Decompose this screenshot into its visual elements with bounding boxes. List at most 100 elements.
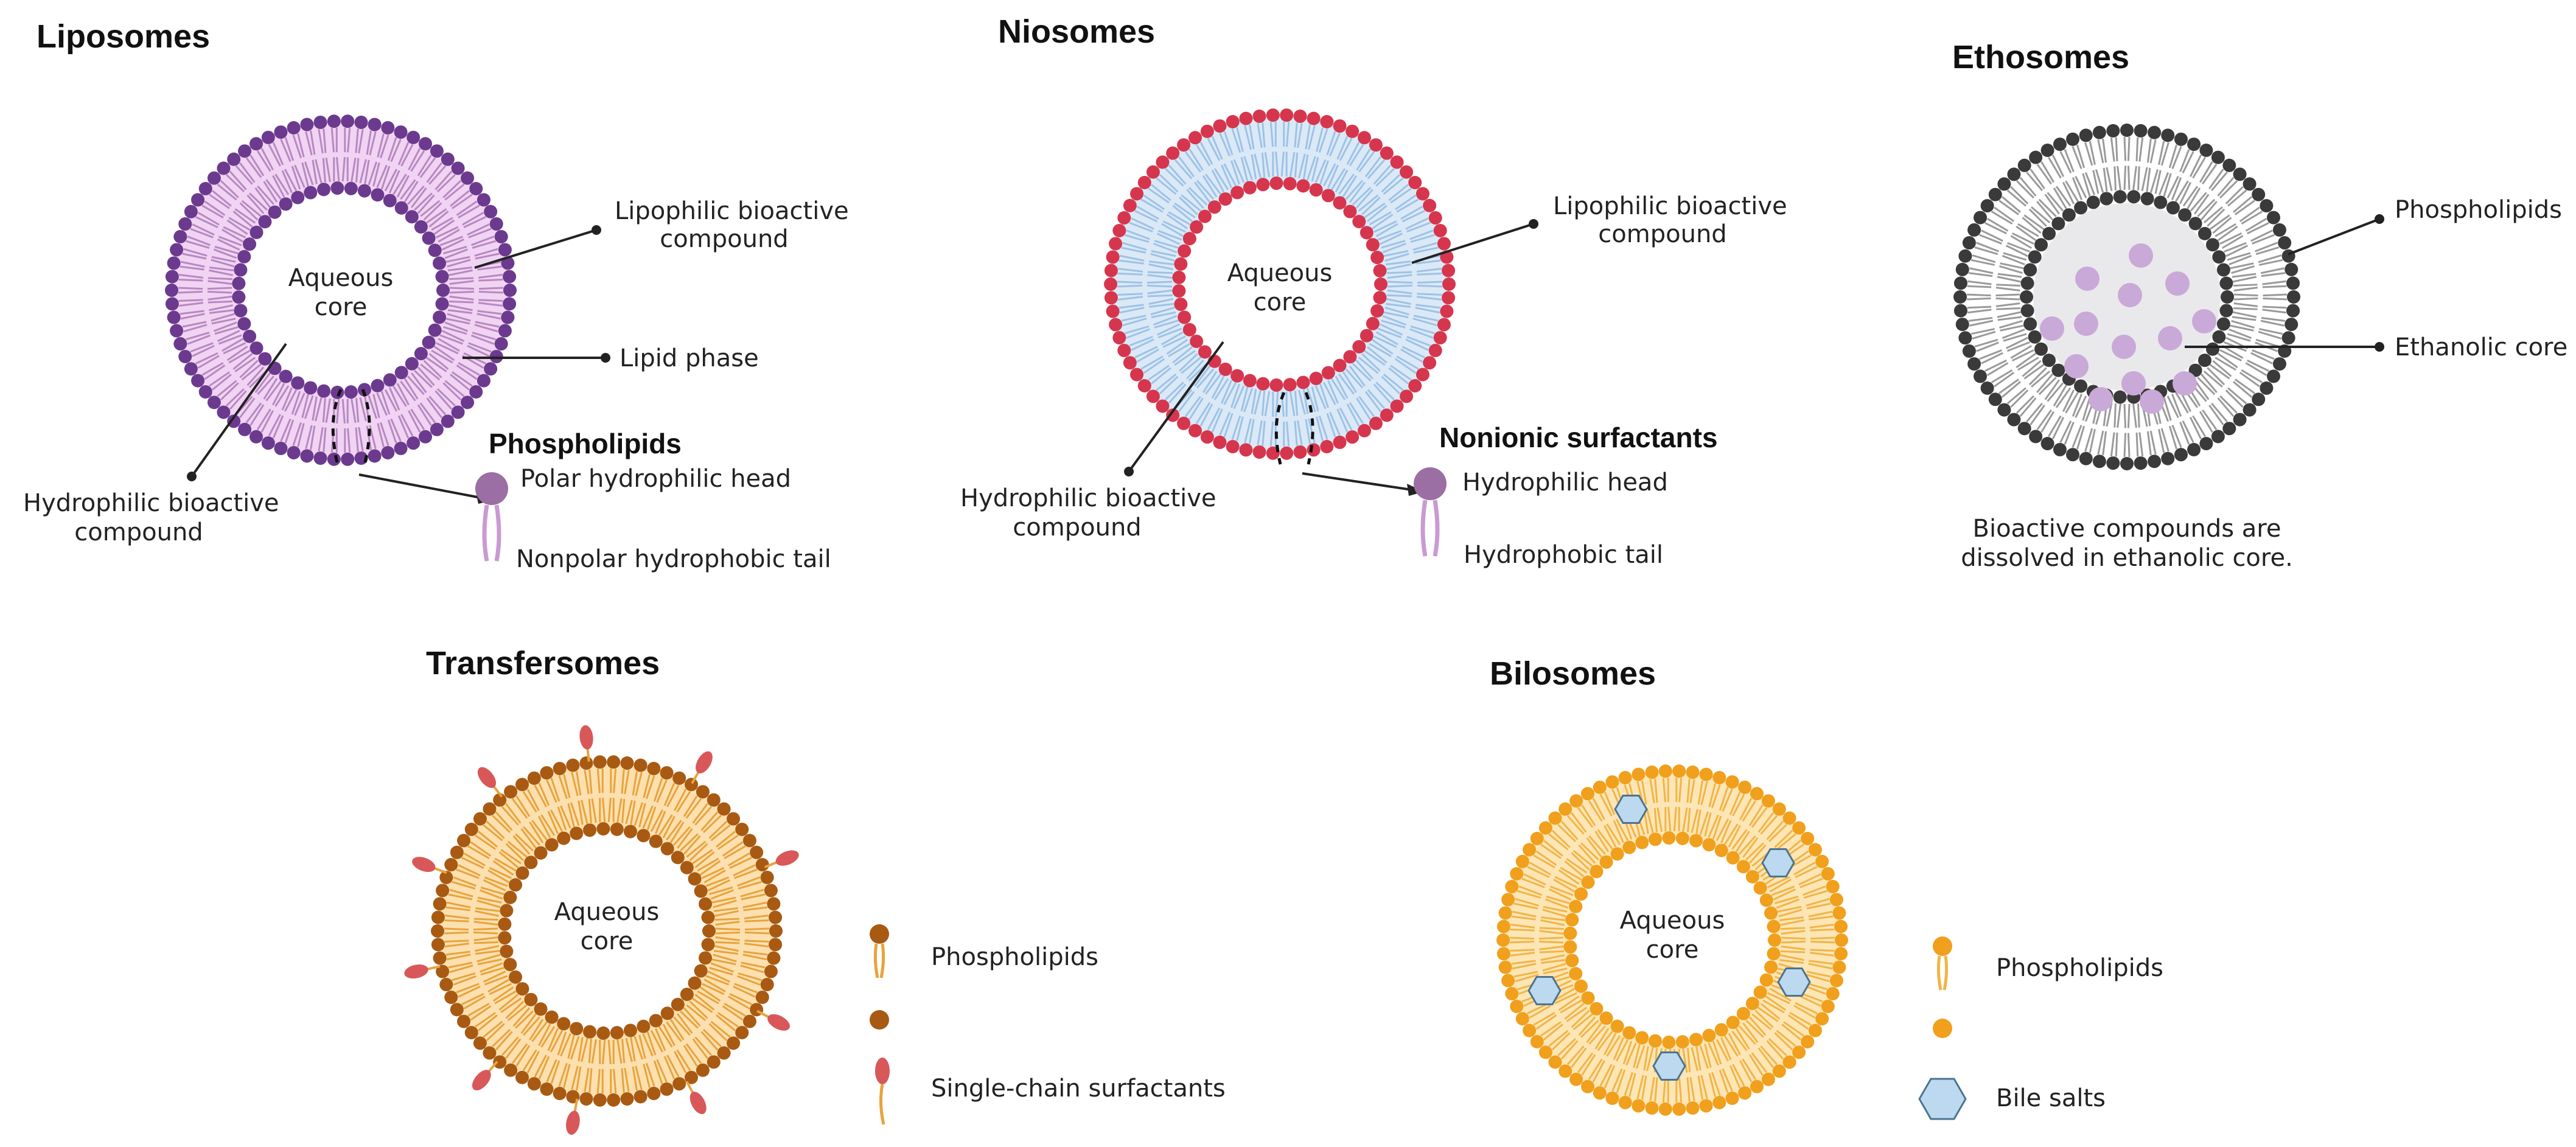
inner-head [1745, 997, 1759, 1011]
lipid-tail [305, 425, 313, 450]
lipid-tail [1194, 181, 1211, 203]
inner-head [1726, 1016, 1740, 1030]
lipid-tail [209, 371, 230, 387]
niosome-lipophilic-label-1: Lipophilic bioactive [1553, 192, 1787, 220]
outer-head [433, 951, 447, 965]
inner-head [1662, 831, 1676, 845]
lipid-tail [1161, 223, 1184, 237]
outer-head [441, 414, 455, 428]
lipid-tail [1704, 1044, 1712, 1069]
outer-head [1104, 291, 1118, 305]
lipid-tail [1154, 319, 1179, 329]
lipid-tail [1188, 187, 1208, 206]
lipid-tail [713, 950, 738, 955]
outer-head [1593, 1086, 1607, 1100]
lipid-tail [2209, 364, 2230, 380]
lipid-tail [473, 921, 498, 926]
outer-head [1618, 770, 1632, 784]
lipid-tail [1682, 1048, 1688, 1073]
inner-head [250, 225, 264, 239]
lipid-tail [1613, 1037, 1625, 1061]
inner-head [1230, 186, 1244, 200]
lipid-tail [397, 142, 410, 166]
lipid-tail [1572, 1013, 1593, 1031]
outer-head [1166, 146, 1180, 160]
inner-head [1218, 192, 1232, 206]
lipid-tail [669, 821, 685, 843]
niosome-vesicle [1104, 108, 1456, 460]
inner-head [234, 304, 248, 318]
lipid-tail [744, 915, 769, 919]
lipid-tail [1606, 1035, 1621, 1057]
lipid-tail [634, 802, 644, 826]
bilayer-band [1960, 130, 2294, 464]
inner-head [405, 357, 419, 371]
lipid-tail [1716, 1039, 1730, 1062]
lipid-tail [1136, 348, 1159, 363]
lipid-tail [192, 344, 215, 357]
transfersome-core-label-1: Aqueous [554, 898, 660, 926]
outer-head [2161, 451, 2175, 465]
lipid-tail [2036, 164, 2052, 185]
lipid-tail [291, 391, 301, 415]
lipid-tail [733, 864, 756, 877]
outer-head [672, 1077, 686, 1091]
outer-head [1400, 389, 1414, 403]
lipid-tail [2115, 432, 2118, 457]
lipid-tail [444, 380, 465, 397]
inner-head [680, 860, 694, 874]
lipid-tail [1613, 820, 1625, 843]
lipid-tail [526, 1051, 540, 1073]
inner-head [279, 369, 293, 383]
outer-head [238, 144, 252, 158]
inner-head [1269, 176, 1283, 190]
lipid-tail [1571, 1009, 1590, 1028]
lipid-tail [1654, 778, 1658, 803]
lipid-tail [522, 790, 537, 813]
lipid-tail [1119, 304, 1144, 309]
outer-head [2187, 442, 2201, 456]
lipid-tail [2192, 156, 2206, 179]
lipid-tail [642, 1033, 654, 1057]
outer-head [1658, 764, 1672, 778]
lipid-tail [1294, 420, 1298, 446]
lipid-tail [685, 798, 702, 819]
lipid-tail [452, 972, 476, 981]
outer-head [167, 310, 181, 324]
lipid-tail [274, 173, 290, 195]
lipid-tail [1240, 156, 1249, 182]
lipid-tail [1219, 411, 1230, 436]
outer-head [170, 243, 184, 257]
lipid-tail [2048, 415, 2062, 438]
outer-head [1505, 987, 1519, 1001]
inner-head [422, 335, 436, 349]
lipid-tail [1194, 365, 1211, 387]
lipid-tail [1387, 274, 1412, 279]
outer-head [1501, 974, 1515, 988]
lipid-tail [635, 772, 643, 797]
lipid-tail [392, 385, 407, 407]
inner-head [1764, 906, 1778, 920]
lipid-tail [1231, 415, 1241, 440]
outer-head [394, 125, 408, 139]
lipid-tail [584, 770, 590, 795]
inner-head [680, 988, 694, 1002]
lipid-tail [1967, 305, 1992, 309]
lipid-tail [713, 899, 737, 908]
lipid-tail [246, 194, 265, 214]
lipid-tail [1122, 317, 1147, 327]
lipid-tail [2040, 411, 2055, 433]
lipid-tail [1147, 294, 1173, 298]
lipid-tail [241, 200, 262, 217]
lipid-tail [700, 811, 719, 831]
lipid-tail [1269, 421, 1274, 447]
outer-head [436, 884, 450, 898]
outer-head [2066, 448, 2080, 462]
lipid-tail [742, 901, 767, 908]
lipid-tail [1769, 988, 1792, 1002]
niosome-hydrophilic-leader [1128, 341, 1224, 473]
lipid-tail [662, 1023, 675, 1047]
outer-head [494, 229, 508, 243]
lipid-tail [1533, 854, 1555, 869]
lipid-tail [738, 972, 762, 981]
